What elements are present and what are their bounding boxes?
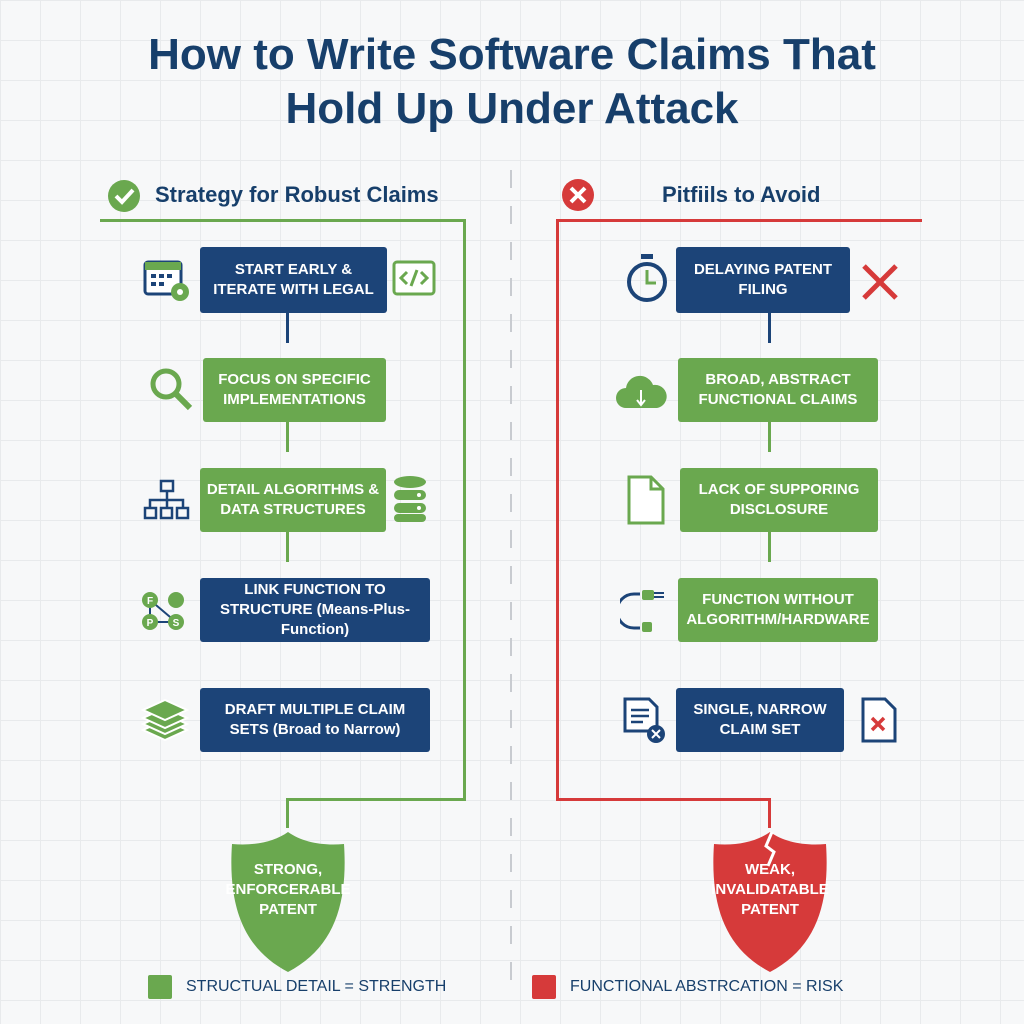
arrow-down [286, 313, 289, 343]
cloud-icon [614, 372, 668, 410]
database-icon [392, 474, 428, 524]
magnifier-icon [148, 366, 194, 412]
strong-patent-label: STRONG, ENFORCERABLE PATENT [218, 860, 358, 920]
layers-icon [140, 698, 190, 742]
pitfall-function-without: FUNCTION WITHOUT ALGORITHM/HARDWARE [678, 578, 878, 642]
function-structure-icon: FP S [138, 588, 188, 634]
pitfalls-connector [768, 798, 771, 828]
document-error-icon [622, 696, 670, 746]
hierarchy-icon [142, 478, 192, 522]
arrow-down [286, 532, 289, 562]
strategy-border-right [463, 219, 466, 801]
pitfall-single-narrow: SINGLE, NARROW CLAIM SET [676, 688, 844, 752]
pitfalls-header: Pitfiils to Avoid [662, 182, 820, 208]
step-link-function: LINK FUNCTION TO STRUCTURE (Means-Plus-F… [200, 578, 430, 642]
code-icon [392, 260, 438, 302]
check-circle-icon [106, 178, 142, 214]
step-focus-specific: FOCUS ON SPECIFIC IMPLEMENTATIONS [203, 358, 386, 422]
arrow-down [768, 313, 771, 343]
file-x-icon [860, 696, 900, 746]
legend-risk: FUNCTIONAL ABSTRCATION = RISK [532, 975, 843, 999]
pitfalls-border [556, 219, 922, 222]
step-draft-multiple: DRAFT MULTIPLE CLAIM SETS (Broad to Narr… [200, 688, 430, 752]
calendar-gear-icon [142, 256, 192, 304]
x-circle-icon [560, 177, 596, 213]
strategy-connector [286, 798, 289, 828]
step-start-early: START EARLY & ITERATE WITH LEGAL [200, 247, 387, 313]
svg-text:P: P [147, 618, 154, 629]
plug-icon [620, 588, 670, 634]
strategy-border-bottom [286, 798, 466, 801]
step-detail-algorithms: DETAIL ALGORITHMS & DATA STRUCTURES [200, 468, 386, 532]
arrow-down [286, 422, 289, 452]
arrow-down [768, 532, 771, 562]
svg-text:S: S [173, 618, 180, 629]
svg-text:F: F [147, 596, 153, 607]
strategy-header: Strategy for Robust Claims [155, 182, 439, 208]
green-swatch [148, 975, 172, 999]
pitfall-broad-abstract: BROAD, ABSTRACT FUNCTIONAL CLAIMS [678, 358, 878, 422]
legend-strength-label: STRUCTUAL DETAIL = STRENGTH [186, 978, 446, 996]
arrow-down [768, 422, 771, 452]
pitfalls-border-bottom [556, 798, 771, 801]
legend-risk-label: FUNCTIONAL ABSTRCATION = RISK [570, 978, 843, 996]
pitfall-lack-disclosure: LACK OF SUPPORING DISCLOSURE [680, 468, 878, 532]
strategy-border [100, 219, 466, 222]
column-divider [510, 170, 512, 980]
document-icon [626, 474, 666, 526]
page-title: How to Write Software Claims ThatHold Up… [0, 28, 1024, 136]
red-swatch [532, 975, 556, 999]
pitfalls-border-left [556, 219, 559, 801]
weak-patent-label: WEAK, INVALIDATABLE PATENT [700, 860, 840, 920]
legend-strength: STRUCTUAL DETAIL = STRENGTH [148, 975, 446, 999]
pitfall-delaying: DELAYING PATENT FILING [676, 247, 850, 313]
stopwatch-icon [624, 252, 670, 304]
x-icon [860, 262, 900, 302]
